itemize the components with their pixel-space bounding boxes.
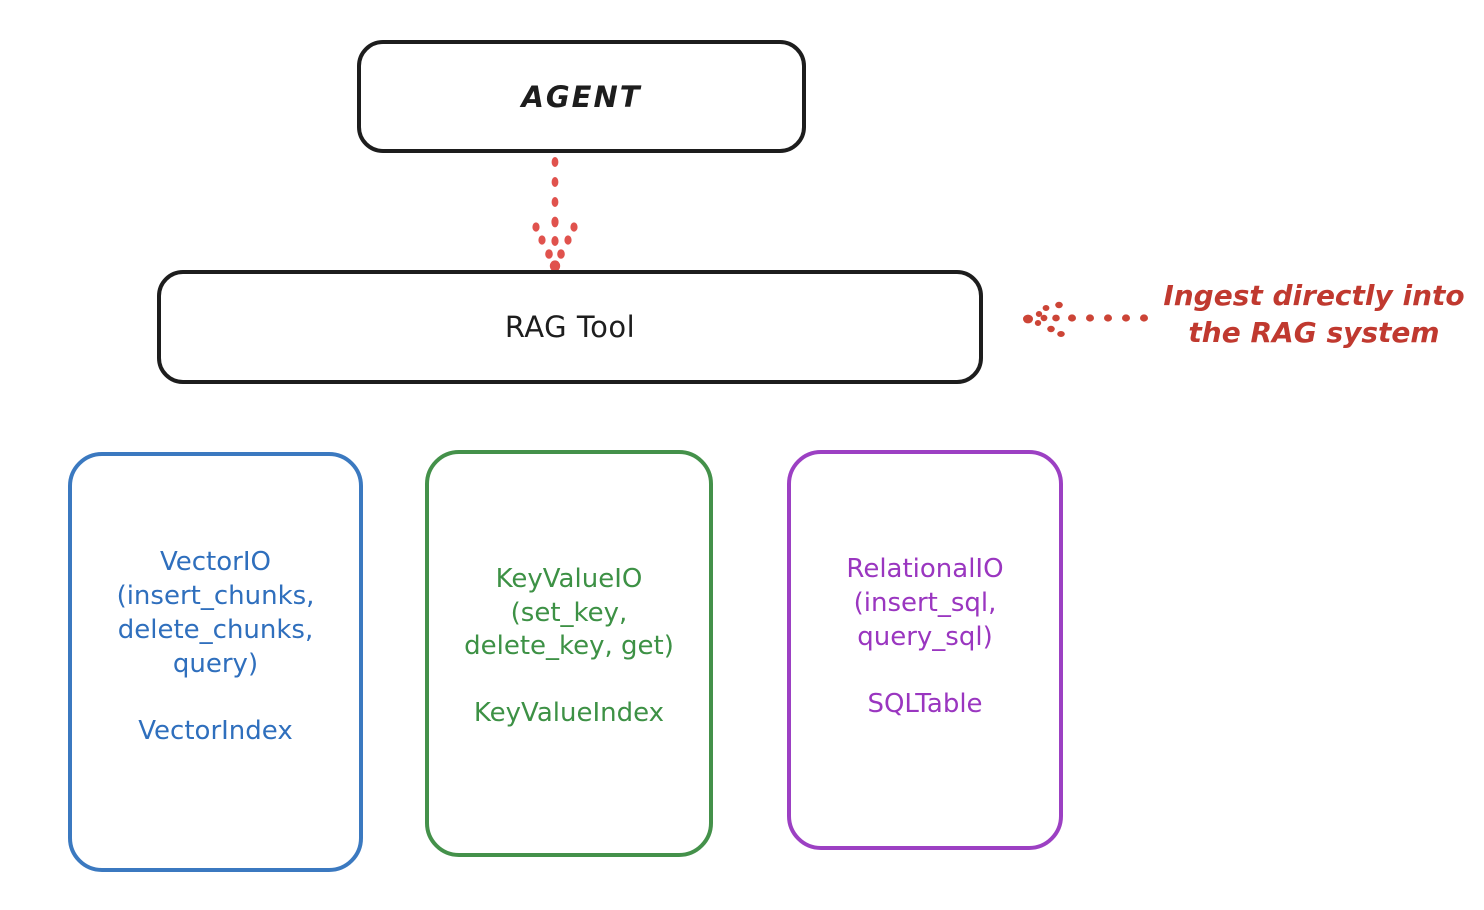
relational-io-text-block: RelationalIO (insert_sql, query_sql) SQL… [846, 553, 1003, 718]
ingest-annotation: Ingest directly into the RAG system [1022, 278, 1474, 364]
agent-to-rag-tool-connector [532, 157, 578, 272]
vector-io-text-block: VectorIO (insert_chunks, delete_chunks, … [117, 546, 315, 745]
vector-io-index-label: VectorIndex [138, 715, 293, 746]
rag-tool-node[interactable]: RAG Tool [157, 270, 983, 384]
vector-io-api-label: VectorIO (insert_chunks, delete_chunks, … [116, 547, 315, 679]
ingest-into-rag-connector [1023, 301, 1148, 337]
agent-node-label: AGENT [521, 79, 642, 114]
ingest-note-text: Ingest directly into the RAG system [1163, 279, 1465, 349]
key-value-io-api-label: KeyValueIO (set_key, delete_key, get) [464, 563, 674, 662]
relational-io-node[interactable]: RelationalIO (insert_sql, query_sql) SQL… [787, 450, 1063, 850]
vector-io-node[interactable]: VectorIO (insert_chunks, delete_chunks, … [68, 452, 363, 872]
agent-node[interactable]: AGENT [357, 40, 806, 153]
relational-io-index-label: SQLTable [867, 688, 983, 719]
key-value-io-node[interactable]: KeyValueIO (set_key, delete_key, get) Ke… [425, 450, 713, 857]
rag-tool-node-label: RAG Tool [504, 310, 636, 344]
key-value-io-index-label: KeyValueIndex [473, 698, 665, 729]
key-value-io-text-block: KeyValueIO (set_key, delete_key, get) Ke… [464, 563, 674, 728]
relational-io-api-label: RelationalIO (insert_sql, query_sql) [846, 554, 1004, 652]
